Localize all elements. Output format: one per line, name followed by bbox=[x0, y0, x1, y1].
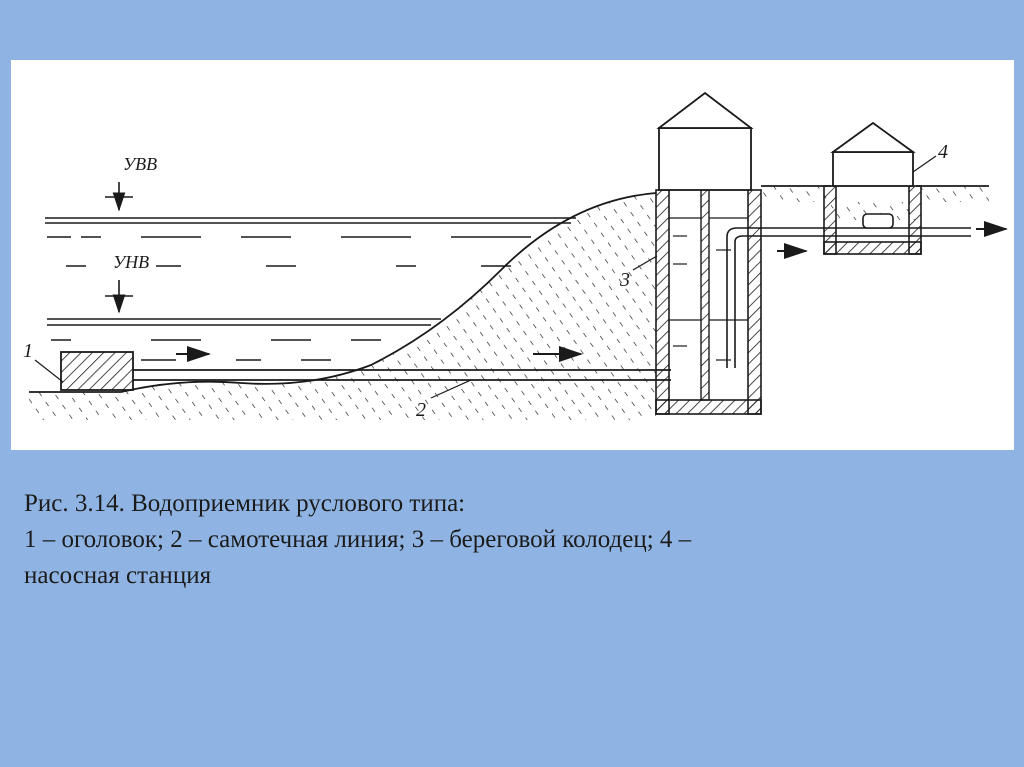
well-house bbox=[656, 91, 754, 191]
caption-title: Рис. 3.14. Водоприемник руслового типа: bbox=[24, 490, 466, 517]
callout-3: 3 bbox=[619, 269, 630, 291]
high-level-label: УВВ bbox=[123, 154, 157, 174]
low-level-label: УНВ bbox=[113, 252, 149, 272]
callout-2: 2 bbox=[416, 399, 426, 421]
low-level-marker bbox=[105, 280, 133, 314]
gravity-pipe bbox=[133, 369, 671, 381]
water-intake-diagram: УВВ УНВ bbox=[23, 91, 1008, 421]
suction-pipe bbox=[726, 227, 971, 368]
callout-4: 4 bbox=[938, 141, 948, 163]
high-level-marker bbox=[105, 182, 133, 212]
figure-panel: УВВ УНВ bbox=[11, 60, 1014, 450]
figure-caption: Рис. 3.14. Водоприемник руслового типа: … bbox=[24, 486, 1004, 594]
pump-station bbox=[823, 121, 922, 255]
ground-surface bbox=[761, 186, 989, 220]
caption-legend-line: 1 – оголовок; 2 – самотечная линия; 3 – … bbox=[24, 526, 692, 553]
high-water-surface bbox=[45, 217, 576, 224]
intake-head bbox=[60, 351, 134, 391]
low-water-surface bbox=[47, 318, 441, 361]
river-bank-profile bbox=[29, 193, 656, 420]
callout-1: 1 bbox=[23, 340, 33, 362]
shore-well bbox=[655, 189, 762, 415]
caption-legend-line-cont: насосная станция bbox=[24, 562, 212, 589]
